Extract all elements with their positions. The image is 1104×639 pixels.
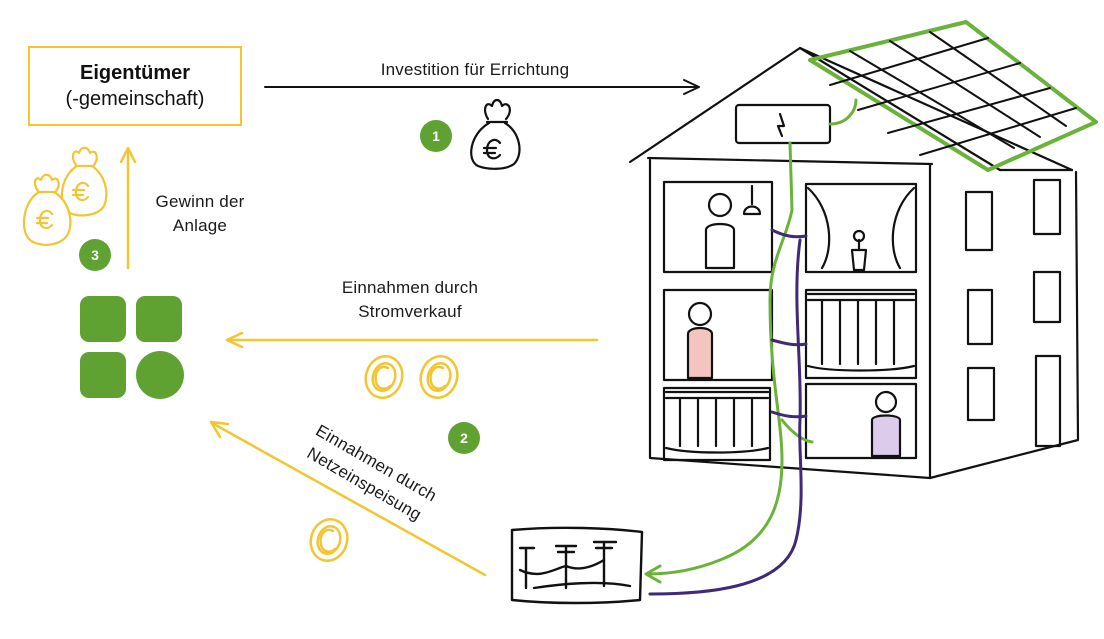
- coin-icon: [419, 355, 459, 399]
- owner-box: Eigentümer (-gemeinschaft): [28, 46, 242, 126]
- money-bag-euro-icon: [470, 98, 521, 170]
- owner-subtitle: (-gemeinschaft): [65, 88, 205, 110]
- sales-arrow: [225, 331, 599, 349]
- owner-title: Eigentümer: [79, 62, 191, 84]
- coin-icon: [309, 518, 349, 562]
- four-tile-logo-icon: [80, 296, 184, 399]
- step-badge-1: 1: [420, 120, 452, 152]
- step-badge-3: 3: [79, 239, 111, 271]
- sales-label-line2: Stromverkauf: [358, 302, 462, 321]
- apartment-building-icon: [628, 46, 1080, 480]
- investment-label: Investition für Errichtung: [380, 60, 570, 79]
- money-bag-euro-icon: [22, 173, 72, 246]
- power-grid-icon: [510, 526, 644, 605]
- solar-energy-line: [644, 98, 858, 584]
- profit-label: Gewinn der Anlage: [140, 190, 260, 238]
- feed-in-arrow: [209, 420, 487, 577]
- grid-energy-line: [648, 228, 808, 596]
- sales-label-line1: Einnahmen durch: [341, 278, 479, 297]
- solar-panel-icon: [808, 20, 1098, 172]
- profit-label-line2: Anlage: [172, 216, 228, 235]
- inverter-icon: [734, 103, 832, 145]
- investment-arrow: [264, 79, 700, 95]
- coin-icon: [364, 355, 404, 399]
- money-bag-euro-icon: [60, 146, 108, 217]
- profit-label-line1: Gewinn der: [155, 192, 245, 211]
- profit-arrow: [119, 146, 137, 270]
- sales-label: Einnahmen durch Stromverkauf: [300, 276, 520, 324]
- step-badge-2: 2: [448, 422, 480, 454]
